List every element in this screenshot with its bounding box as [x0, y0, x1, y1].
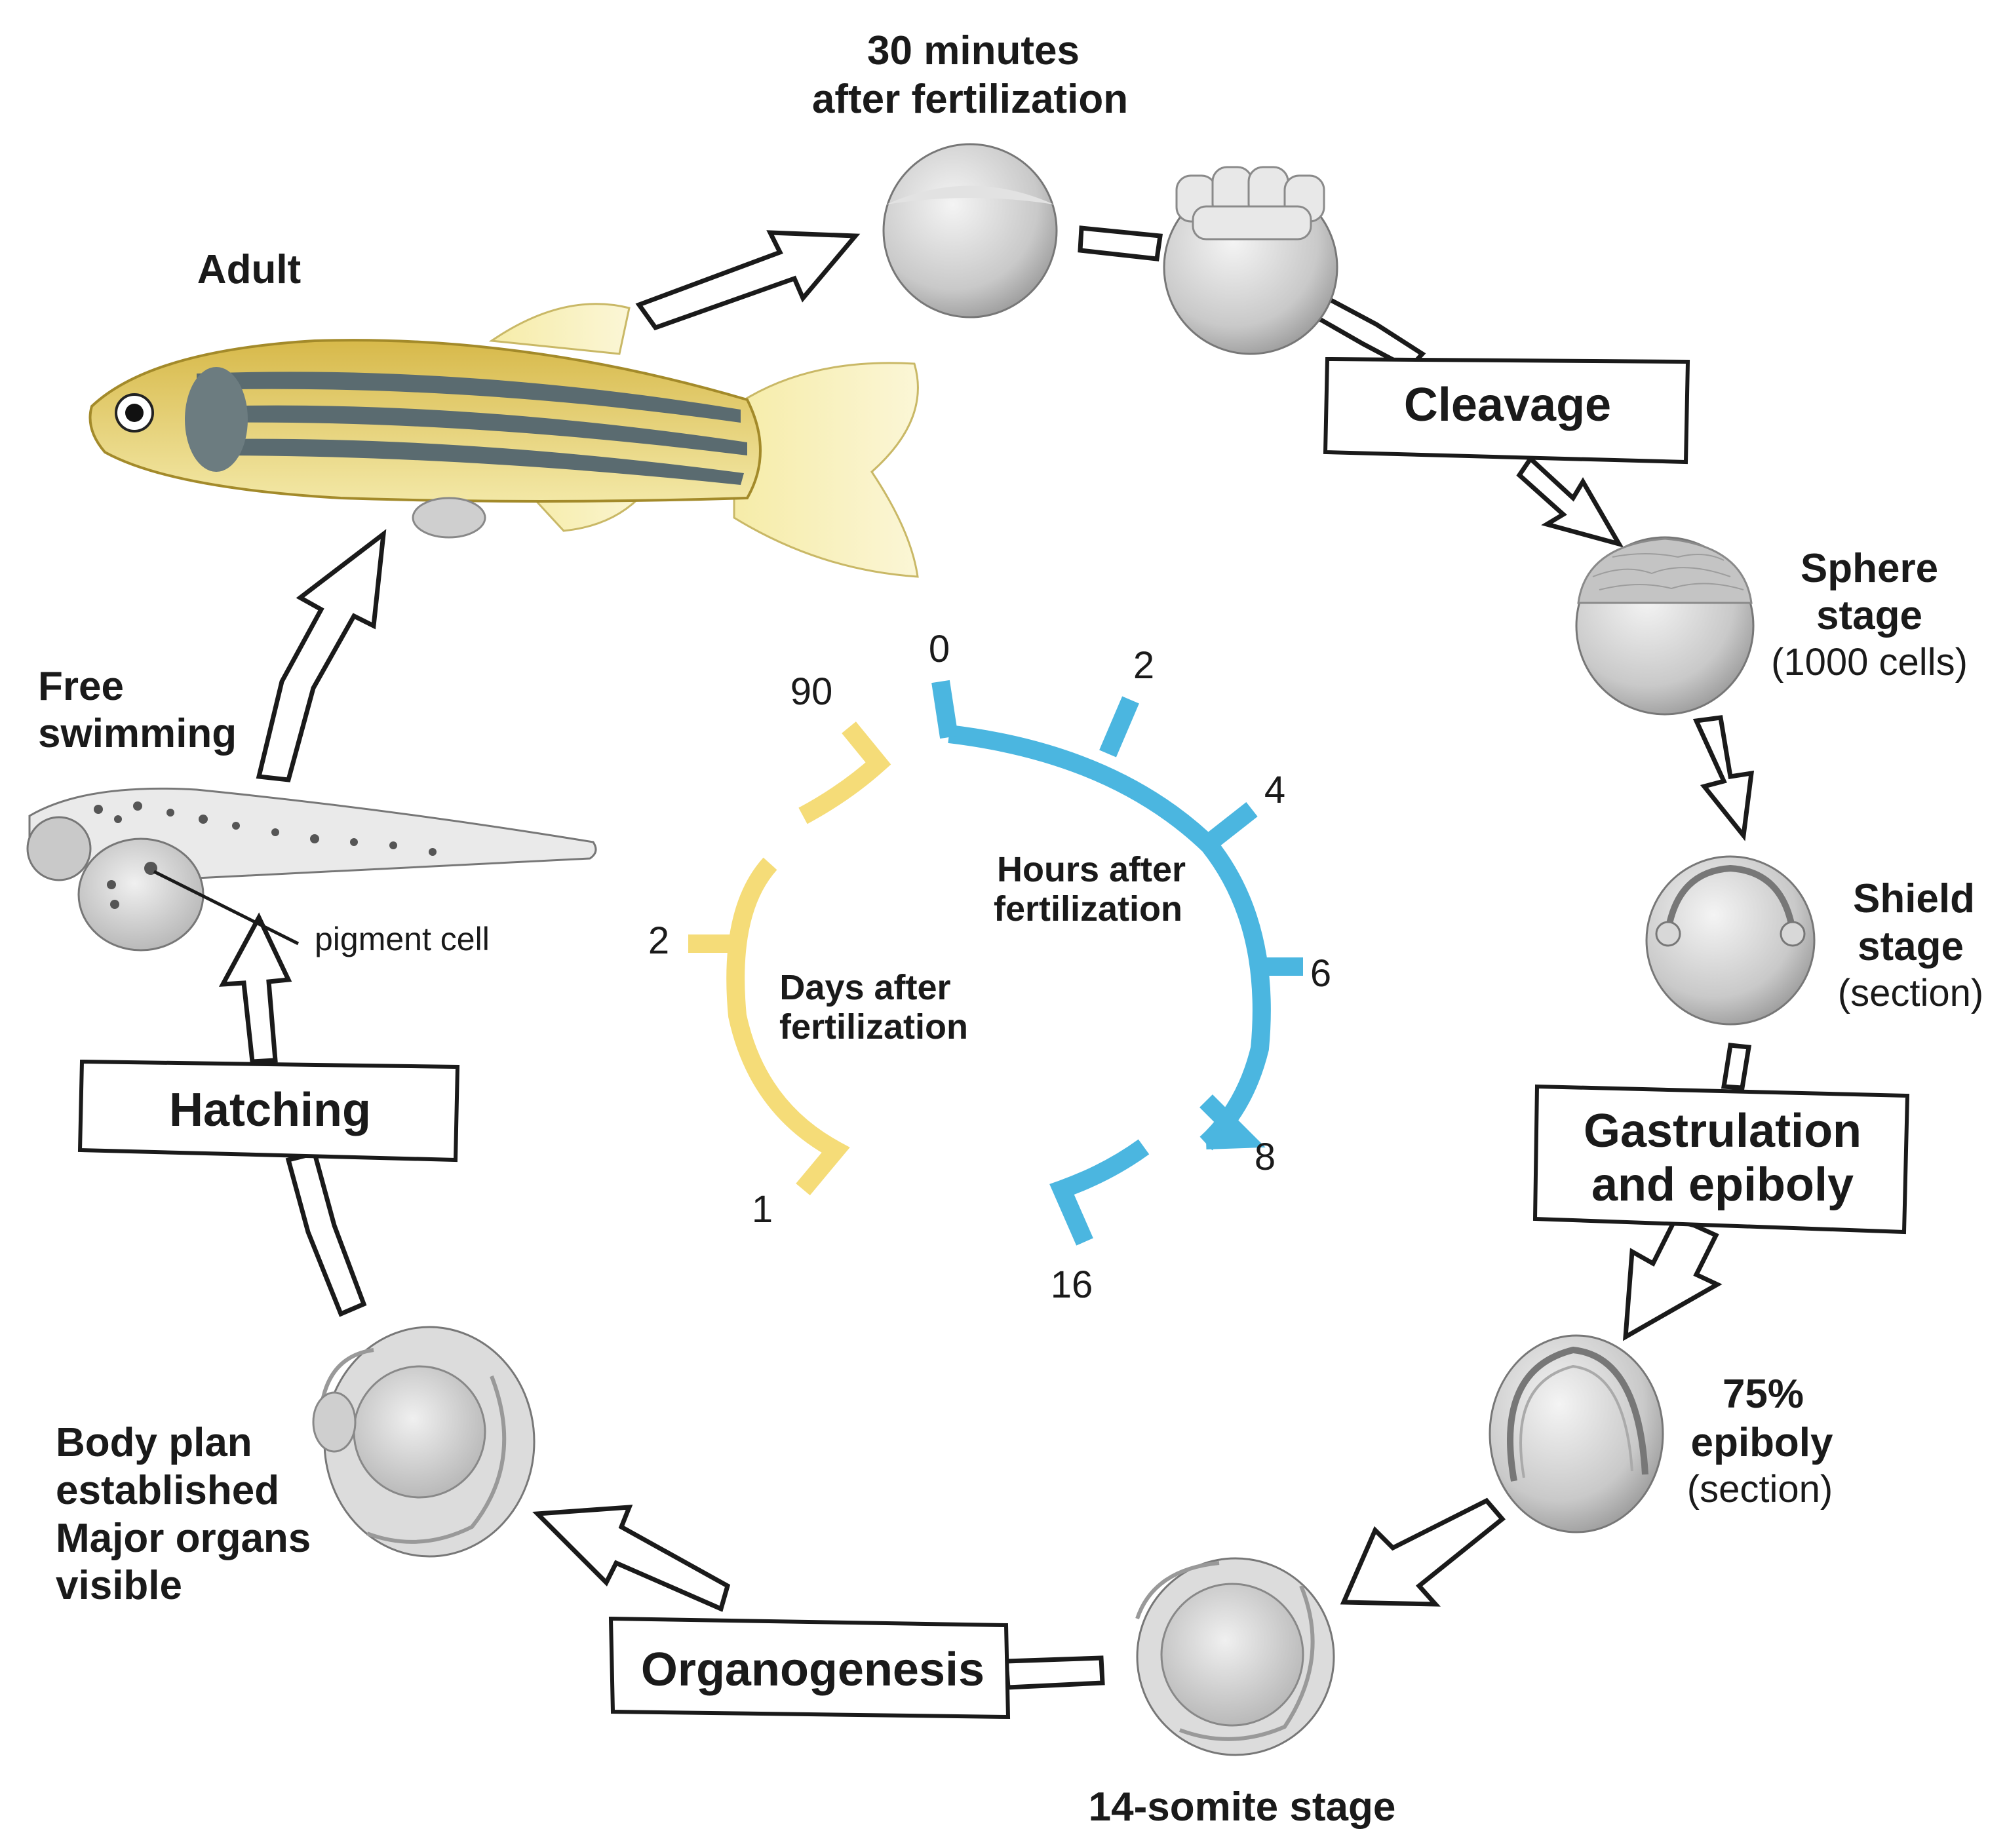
epiboly-75-illustration: [1489, 1334, 1664, 1533]
arrow-larva-to-adult: [256, 529, 387, 782]
gastrulation-label-line1: Gastrulation: [1584, 1105, 1861, 1157]
hours-label-line2: fertilization: [994, 889, 1182, 929]
epiboly75-label-line2: epiboly: [1690, 1420, 1833, 1465]
days-arc-90: [798, 722, 891, 824]
freeswim-label-line2: swimming: [38, 711, 237, 756]
hours-clock: [931, 680, 1303, 1246]
tick-mark-4h: [1200, 801, 1258, 853]
tick-label-0: 0: [929, 628, 950, 670]
hours-arc-tail: [1049, 1139, 1150, 1246]
fertilization-label-line1: 30 minutes: [867, 28, 1080, 73]
organogenesis-label: Organogenesis: [641, 1644, 984, 1696]
egg-30min-illustration: [882, 143, 1058, 318]
tick-label-16: 16: [1051, 1263, 1093, 1306]
epiboly75-label-line1: 75%: [1723, 1372, 1804, 1417]
tick-label-90d: 90: [790, 670, 833, 713]
adult-fish-illustration: [88, 303, 919, 578]
sphere-label-line3: (1000 cells): [1771, 641, 1968, 683]
days-label-line2: fertilization: [779, 1007, 968, 1047]
gastrulation-box: Gastrulation and epiboly: [1532, 1084, 1910, 1235]
tick-label-4: 4: [1264, 769, 1285, 811]
tick-label-2d: 2: [648, 919, 669, 962]
arrow-egg-to-cleavage: [1078, 225, 1163, 261]
shield-label-line2: stage: [1858, 924, 1964, 969]
bodyplan-label-line2: established: [56, 1468, 279, 1513]
tick-mark-2h: [1099, 696, 1139, 758]
somite14-illustration: [1135, 1557, 1335, 1756]
cleavage-egg-illustration: [1163, 166, 1338, 355]
tick-label-2: 2: [1133, 644, 1154, 687]
tick-mark-8h: [1199, 1094, 1266, 1149]
bodyplan-label-line4: visible: [56, 1563, 182, 1608]
epiboly75-label-line3: (section): [1687, 1468, 1833, 1511]
days-arc: [726, 857, 850, 1195]
larva-illustration: [26, 787, 597, 952]
gastrulation-label-line2: and epiboly: [1591, 1159, 1854, 1211]
shield-stage-illustration: [1645, 855, 1816, 1026]
hatching-box: Hatching: [77, 1059, 460, 1163]
pigment-cell-label: pigment cell: [315, 921, 490, 957]
arrow-organogenesis-to-bodyplan: [532, 1505, 731, 1612]
sphere-stage-illustration: [1575, 536, 1755, 716]
shield-label-line3: (section): [1838, 972, 1983, 1014]
freeswim-label-line1: Free: [38, 664, 124, 709]
bodyplan-embryo-illustration: [312, 1326, 536, 1558]
cycle-arrows: [218, 225, 1755, 1690]
arrow-shield-to-gastrulation: [1721, 1043, 1752, 1090]
sphere-label-line1: Sphere: [1801, 546, 1938, 591]
cleavage-box: Cleavage: [1323, 356, 1690, 465]
hours-label-line1: Hours after: [997, 850, 1186, 889]
cleavage-label: Cleavage: [1404, 379, 1611, 431]
arrow-hatching-to-larva: [218, 912, 292, 1064]
arrow-adult-to-egg: [635, 230, 861, 331]
shield-label-line1: Shield: [1853, 876, 1975, 921]
arrow-cleavage-to-sphere: [1516, 455, 1624, 548]
days-clock: [688, 722, 891, 1195]
hatching-label: Hatching: [169, 1084, 371, 1136]
arrow-somite-to-organogenesis: [1004, 1655, 1105, 1690]
arrow-bodyplan-to-hatching: [285, 1150, 367, 1317]
fertilization-label-line2: after fertilization: [812, 77, 1128, 122]
somite14-label: 14-somite stage: [1089, 1784, 1396, 1830]
organogenesis-box: Organogenesis: [608, 1616, 1011, 1720]
sphere-label-line2: stage: [1816, 593, 1922, 638]
bodyplan-label-line1: Body plan: [56, 1420, 252, 1465]
arrow-gastrulation-to-epiboly: [1623, 1217, 1723, 1341]
bodyplan-label-line3: Major organs: [56, 1516, 311, 1561]
tick-label-1d: 1: [752, 1188, 773, 1231]
arrow-sphere-to-shield: [1692, 715, 1755, 841]
tick-label-8: 8: [1255, 1136, 1276, 1178]
tick-label-6: 6: [1310, 952, 1331, 995]
arrow-epiboly-to-somite: [1340, 1497, 1506, 1607]
days-label-line1: Days after: [779, 968, 950, 1007]
hours-arc: [948, 725, 1271, 1151]
tick-mark-0h: [931, 680, 958, 739]
adult-label: Adult: [197, 247, 301, 292]
